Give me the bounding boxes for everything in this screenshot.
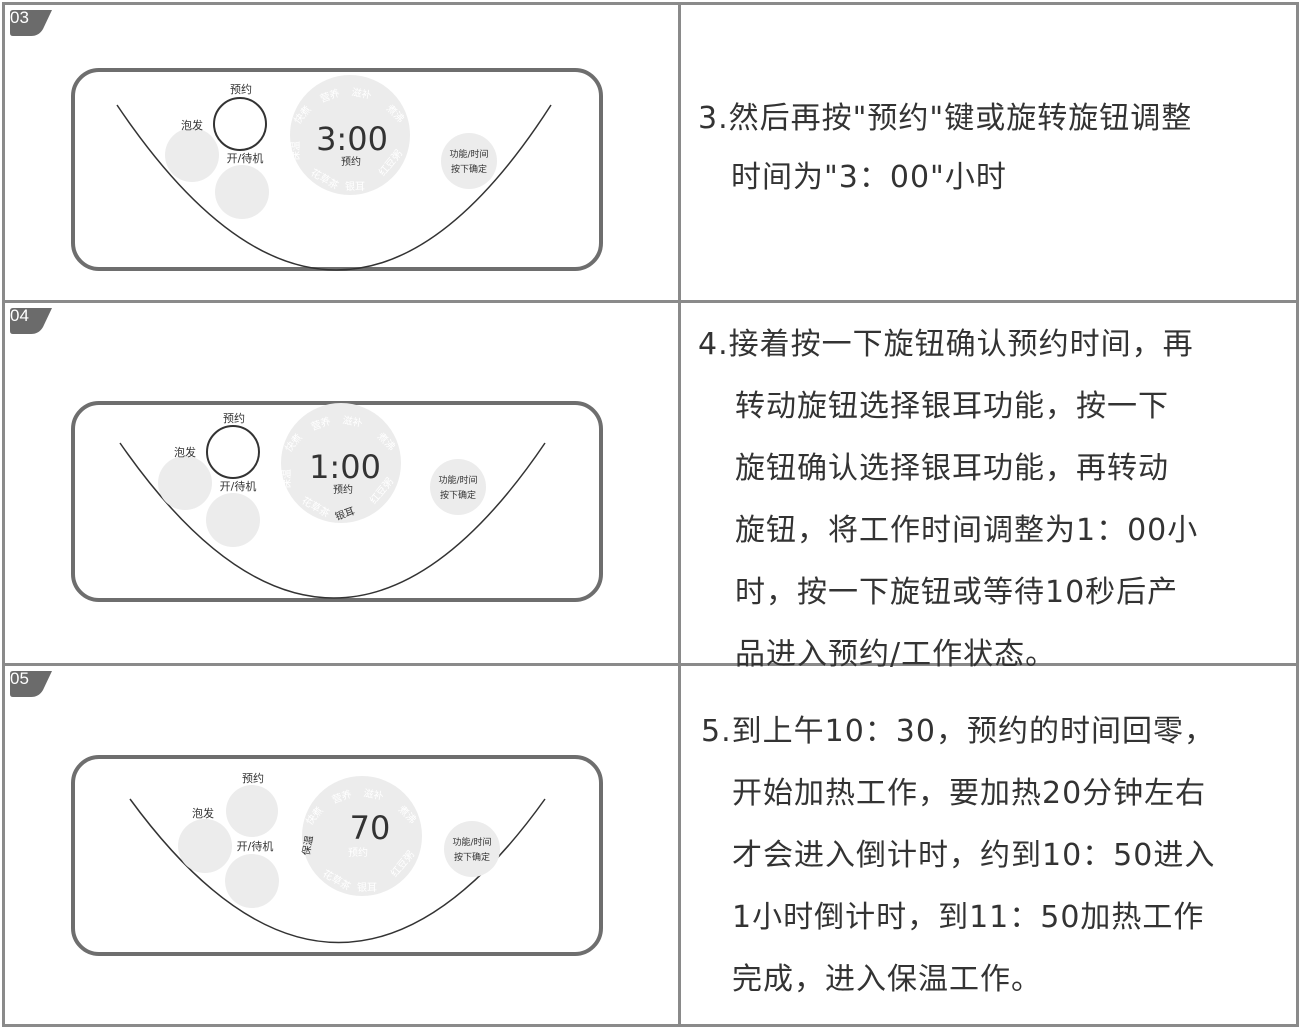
power-button (225, 854, 279, 908)
row-divider (5, 663, 1296, 666)
instruction-line: 品进入预约/工作状态。 (735, 637, 1057, 672)
confirm-knob (441, 133, 497, 189)
dial (290, 75, 410, 195)
soak-label: 泡发 (192, 806, 214, 820)
dial (302, 776, 422, 896)
power-label: 开/待机 (237, 839, 274, 853)
confirm-line1: 功能/时间 (452, 836, 491, 848)
reserve-button (226, 785, 278, 837)
power-button (206, 493, 260, 547)
svg-text:银耳: 银耳 (345, 180, 365, 193)
panel-arc (119, 442, 546, 599)
power-label: 开/待机 (227, 151, 264, 165)
power-label: 开/待机 (220, 479, 257, 493)
control-panel: 泡发 预约 开/待机 快煮 营养 滋补 煮沸 保温 花草茶 红豆粥 银耳 1:0… (71, 401, 603, 602)
instruction-line: 完成，进入保温工作。 (732, 962, 1042, 997)
instruction-lead: 4.接着按一下旋钮确认预约时间，再 (698, 327, 1194, 362)
soak-label: 泡发 (181, 118, 203, 132)
reserve-button (213, 97, 267, 151)
instruction-line: 1小时倒计时，到11：50加热工作 (732, 900, 1205, 935)
svg-text:银耳: 银耳 (357, 881, 377, 894)
display-sub: 预约 (341, 155, 361, 168)
reserve-label: 预约 (223, 412, 245, 425)
step-04-instruction: 4.接着按一下旋钮确认预约时间，再 转动旋钮选择银耳功能，按一下 旋钮确认选择银… (698, 319, 1198, 673)
step-04-diagram-cell: 04 泡发 预约 开/待机 快煮 营养 滋补 煮沸 保温 花草茶 红豆粥 银耳 … (5, 303, 678, 663)
svg-text:滋补: 滋补 (351, 85, 373, 101)
svg-text:滋补: 滋补 (363, 786, 385, 802)
panel-outline (71, 755, 603, 956)
soak-button (165, 128, 219, 182)
step-number: 04 (10, 306, 29, 325)
display-sub: 预约 (333, 483, 353, 496)
instruction-line: 开始加热工作，要加热20分钟左右 (732, 776, 1207, 811)
panel-outline (71, 401, 603, 602)
display-value: 1:00 (309, 448, 381, 486)
step-badge (10, 671, 52, 697)
reserve-button (206, 425, 260, 479)
step-badge (10, 308, 52, 334)
confirm-knob (444, 821, 500, 877)
display-value: 3:00 (316, 120, 388, 158)
display-value: 70 (350, 809, 391, 847)
confirm-line1: 功能/时间 (438, 474, 477, 486)
instruction-line: 旋钮，将工作时间调整为1：00小 (735, 513, 1199, 548)
step-badge (10, 10, 52, 36)
confirm-knob (430, 459, 486, 515)
power-button (215, 165, 269, 219)
step-05-instruction: 5.到上午10：30，预约的时间回零， 开始加热工作，要加热20分钟左右 才会进… (701, 706, 1215, 998)
instruction-line: 才会进入倒计时，约到10：50进入 (732, 838, 1216, 873)
step-03-diagram-cell: 03 泡发 预约 开/待机 快煮 营养 滋补 煮沸 保温 银耳 花草茶 红豆粥 … (5, 5, 678, 300)
confirm-line1: 功能/时间 (449, 148, 488, 160)
reserve-label: 预约 (230, 83, 252, 96)
panel-arc (116, 104, 552, 271)
confirm-line2: 按下确定 (440, 489, 476, 501)
svg-text:保温: 保温 (289, 141, 302, 161)
display-sub: 预约 (348, 846, 368, 859)
dial (281, 403, 401, 523)
instruction-lead: 5.到上午10：30，预约的时间回零， (701, 714, 1215, 749)
step-05-diagram-cell: 05 泡发 预约 开/待机 快煮 营养 滋补 煮沸 花草茶 红豆粥 银耳 保温 … (5, 666, 678, 1026)
soak-label: 泡发 (174, 445, 196, 459)
reserve-label: 预约 (242, 772, 264, 785)
step-number: 05 (10, 669, 29, 688)
control-panel: 泡发 预约 开/待机 快煮 营养 滋补 煮沸 保温 银耳 花草茶 红豆粥 3:0… (71, 68, 603, 271)
svg-text:保温: 保温 (280, 469, 293, 489)
svg-text:滋补: 滋补 (342, 413, 364, 429)
control-panel: 泡发 预约 开/待机 快煮 营养 滋补 煮沸 花草茶 红豆粥 银耳 保温 70 … (71, 755, 603, 956)
confirm-line2: 按下确定 (451, 163, 487, 175)
step-number: 03 (10, 8, 29, 27)
keep-warm-label: 保温 (299, 834, 315, 856)
instruction-line: 旋钮确认选择银耳功能，再转动 (735, 451, 1169, 486)
instruction-line: 时，按一下旋钮或等待10秒后产 (735, 575, 1179, 610)
step-03-instruction: 3.然后再按"预约"键或旋转旋钮调整 时间为"3：00"小时 (698, 93, 1192, 196)
soak-button (178, 819, 232, 873)
soak-button (158, 456, 212, 510)
row-divider (5, 300, 1296, 303)
column-divider (678, 5, 681, 1024)
panel-outline (71, 68, 603, 271)
instruction-lead: 3.然后再按"预约"键或旋转旋钮调整 (698, 101, 1193, 136)
instruction-line: 转动旋钮选择银耳功能，按一下 (735, 389, 1169, 424)
confirm-line2: 按下确定 (454, 851, 490, 863)
instruction-line: 时间为"3：00"小时 (731, 160, 1007, 195)
